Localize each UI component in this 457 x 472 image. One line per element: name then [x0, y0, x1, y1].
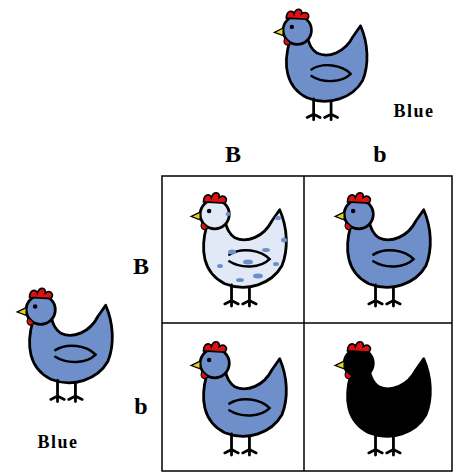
punnett-grid — [162, 176, 452, 471]
grid-line — [162, 322, 452, 324]
black-hen — [335, 342, 430, 455]
splash-hen — [191, 193, 287, 306]
parent-hen — [17, 288, 112, 401]
allele-label: B — [225, 142, 241, 166]
allele-label: b — [134, 394, 147, 418]
phenotype-label: Blue — [393, 102, 434, 120]
allele-label: B — [133, 254, 149, 278]
blue-hen — [191, 342, 286, 455]
blue-hen — [335, 193, 430, 306]
phenotype-label: Blue — [37, 433, 78, 451]
allele-label: b — [373, 142, 386, 166]
parent-hen — [274, 9, 367, 119]
